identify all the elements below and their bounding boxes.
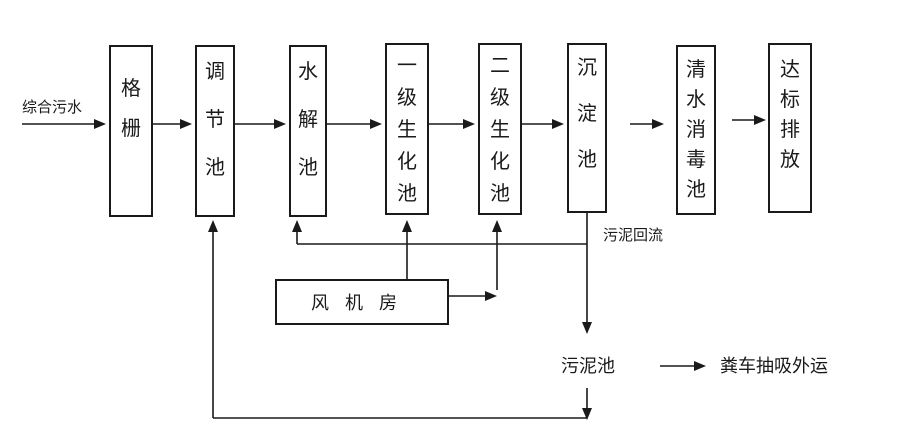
settling-tank-box [567,43,607,213]
bottom-return-loop [208,220,592,420]
discharge-label: 达标排放 [780,57,800,171]
arrow-head-icon [694,361,706,371]
settling-tank-label: 沉淀池 [577,55,597,171]
primary-bio-tank-box [385,43,429,215]
arrow-head-icon [582,408,592,420]
discharge-box [768,43,812,213]
main-flow-arrows [22,115,766,129]
disinfection-tank-box [676,45,716,215]
arrow-head-icon [292,220,302,232]
blower-room-label: 风机房 [311,293,413,314]
arrow-head-icon [582,322,592,334]
sludge-return-label: 污泥回流 [603,226,663,244]
arrow-head-icon [274,119,286,129]
arrow-head-icon [652,119,664,129]
sludge-discharge-line [582,244,592,334]
process-unit-labels: 格栅 调节池 水解池 一级生化池 二级生化池 沉淀池 清水消毒池 达标排放 [121,53,800,205]
disposal-arrow [660,361,706,371]
secondary-bio-tank-label: 二级生化池 [490,53,510,205]
arrow-head-icon [94,119,106,129]
sludge-tank-label: 污泥池 [561,356,615,377]
arrow-head-icon [370,119,382,129]
hydrolysis-tank-box [289,45,327,217]
input-label: 综合污水 [22,98,82,116]
arrow-head-icon [180,119,192,129]
arrow-head-icon [492,220,502,232]
arrow-head-icon [402,220,412,232]
disinfection-tank-label: 清水消毒池 [686,57,706,201]
regulating-tank-box [195,45,235,217]
sludge-disposal-label: 粪车抽吸外运 [720,356,828,377]
blower-room-box [275,279,449,325]
grille-box [109,45,153,217]
air-supply-lines [402,220,502,301]
sludge-return-line [292,212,588,245]
arrow-head-icon [485,291,497,301]
grille-label: 格栅 [121,76,141,140]
primary-bio-tank-label: 一级生化池 [397,53,417,205]
secondary-bio-tank-box [478,43,522,215]
arrow-head-icon [208,220,218,232]
arrow-head-icon [463,119,475,129]
arrow-head-icon [754,115,766,125]
hydrolysis-tank-label: 水解池 [298,59,318,179]
arrow-head-icon [552,119,564,129]
regulating-tank-label: 调节池 [205,59,225,179]
